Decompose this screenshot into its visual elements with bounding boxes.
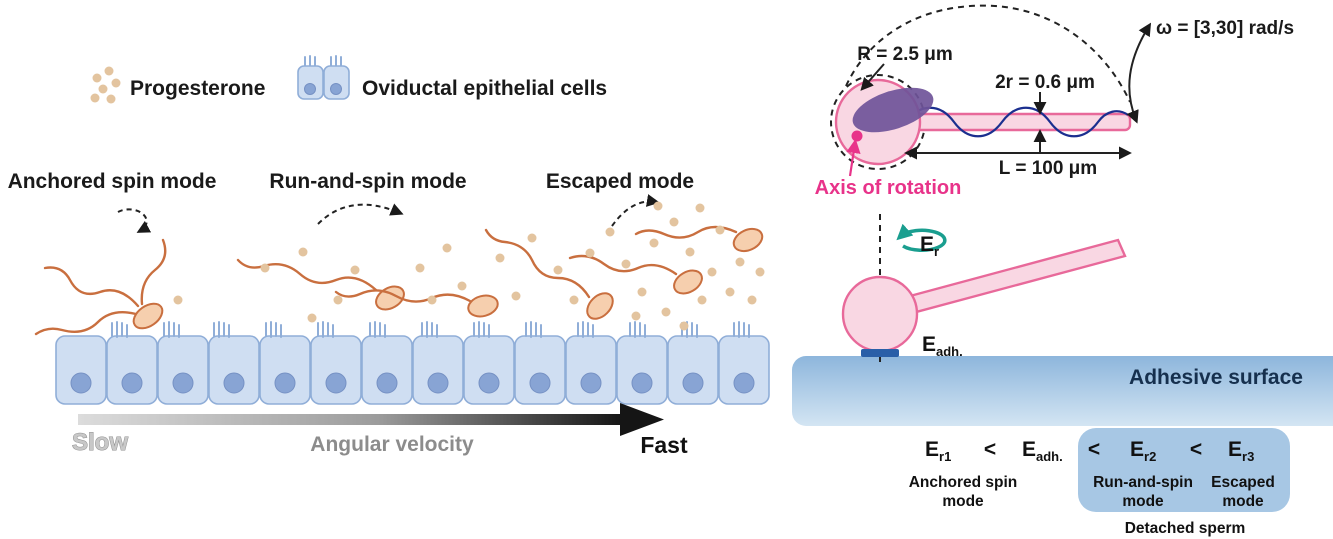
run-sub-line2: mode [1122,493,1164,510]
run-sub-line1: Run-and-spin [1093,474,1193,491]
e-r3-label: Er3 [1228,438,1254,464]
legend-progesterone-icon [90,66,121,104]
anchored-sub-line2: mode [942,493,984,510]
run-and-spin-arrow-icon [317,203,404,225]
escaped-mode-title: Escaped mode [546,170,694,193]
angular-velocity-arrow-icon [78,403,664,436]
slow-label: Slow [72,429,128,456]
anchored-mode-title: Anchored spin mode [8,170,217,193]
detached-sperm-label: Detached sperm [1125,520,1246,537]
sperm-escaped [634,225,764,253]
adhesive-surface-label: Adhesive surface [1129,366,1303,389]
flagellum-wave [905,106,1129,138]
anchored-spin-arrow-icon [117,208,152,233]
flagellum-rod-angled [908,238,1127,314]
adhesion-patch [861,349,899,357]
fast-label: Fast [640,432,688,458]
sperm-dimension-schematic [830,4,1152,177]
rotation-axis-dot [851,130,863,142]
rotation-teal-arrow [896,223,947,252]
radius-pointer-arrow [860,63,885,91]
energy-schematic [792,214,1333,426]
run-and-spin-mode-title: Run-and-spin mode [269,170,466,193]
adhesive-surface-band [792,356,1333,426]
axis-of-rotation-pointer [846,138,861,177]
lt-2: < [1088,438,1100,461]
flagellum-diameter-label: 2r = 0.6 μm [995,72,1095,93]
omega-label: ω = [3,30] rad/s [1156,18,1294,39]
omega-arc-arrow [1126,22,1152,124]
epithelial-cell-row [55,335,770,405]
sperm-run-2 [334,289,499,318]
sperm-run-3 [484,228,614,320]
flagellum-rod [900,112,1132,132]
legend-epithelial-icon [297,55,350,100]
e-r-label: Er [920,233,939,259]
flagellum-length-label: L = 100 μm [999,158,1097,179]
detached-sperm-box [1078,428,1290,512]
head-inner-body [852,87,934,133]
lt-3: < [1190,438,1202,461]
sperm-head-energy [841,275,919,353]
escaped-sub-line1: Escaped [1211,474,1275,491]
e-r1-label: Er1 [925,438,951,464]
legend-epithelial-label: Oviductal epithelial cells [362,77,607,100]
escaped-sub-line2: mode [1222,493,1264,510]
cilia-tufts [111,321,750,338]
rotation-envelope-dashed-curve [845,4,1131,103]
anchored-sub-line1: Anchored spin [909,474,1018,491]
e-adh-label: Eadh. [922,333,963,359]
escaped-arrow-icon [611,194,660,227]
progesterone-dots [173,201,765,331]
sperm-anchored [34,238,167,336]
head-radius-label: R = 2.5 μm [857,44,953,65]
angular-velocity-label: Angular velocity [310,433,474,456]
e-adh-ineq-label: Eadh. [1022,438,1063,464]
e-r2-label: Er2 [1130,438,1156,464]
legend-progesterone-label: Progesterone [130,77,265,100]
lt-1: < [984,438,996,461]
axis-of-rotation-label: Axis of rotation [815,177,962,199]
